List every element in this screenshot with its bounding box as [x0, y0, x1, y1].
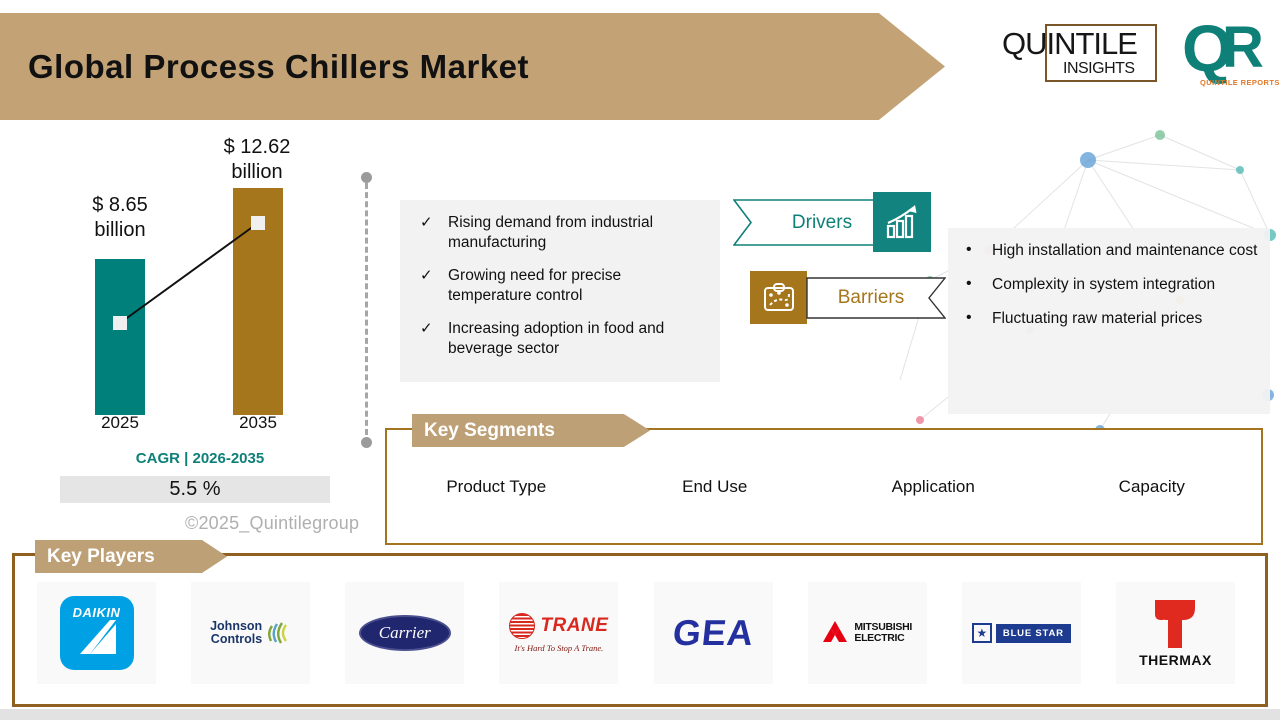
- logo-blue-star: ★ BLUE STAR: [961, 582, 1081, 684]
- x-tick-2035: 2035: [239, 413, 277, 432]
- mitsubishi-diamonds-icon: [823, 621, 848, 642]
- logo-mitsubishi-electric: MITSUBISHI ELECTRIC: [807, 582, 927, 684]
- barrier-item: • Complexity in system integration: [962, 275, 1260, 295]
- barriers-label: Barriers: [837, 287, 905, 308]
- key-segments-box: Product Type End Use Application Capacit…: [385, 428, 1263, 545]
- quintile-wordmark: QUINTILE: [1002, 26, 1138, 61]
- x-tick-2025: 2025: [101, 413, 139, 432]
- quintile-reports-logo: Q R QUINTILE REPORTS: [1182, 11, 1280, 94]
- insights-wordmark: INSIGHTS: [1061, 60, 1137, 78]
- check-icon: ✓: [420, 214, 433, 231]
- segment-end-use: End Use: [682, 476, 748, 496]
- drivers-ribbon: Drivers: [732, 199, 883, 246]
- value-label-2025: $ 8.65 billion: [92, 194, 148, 241]
- drivers-list: ✓ Rising demand from industrial manufact…: [400, 200, 720, 382]
- segment-capacity: Capacity: [1118, 476, 1185, 496]
- value-label-2035: $ 12.62 billion: [223, 136, 291, 183]
- drivers-label: Drivers: [791, 211, 853, 233]
- johnson-controls-swirl-icon: [268, 622, 288, 644]
- divider-dot-top: [361, 172, 372, 183]
- thermax-t-icon: [1155, 600, 1196, 648]
- bullet-icon: •: [966, 241, 972, 258]
- trane-circle-icon: [509, 613, 536, 639]
- logo-daikin: DAIKIN: [37, 582, 156, 684]
- logo-frame-decoration: [1045, 24, 1157, 82]
- qr-logo-r: R: [1222, 15, 1264, 80]
- driver-item: ✓ Increasing adoption in food and bevera…: [416, 319, 706, 359]
- driver-item: ✓ Growing need for precise temperature c…: [416, 266, 706, 306]
- barriers-list: • High installation and maintenance cost…: [948, 228, 1270, 414]
- key-segments-banner: Key Segments: [412, 414, 650, 447]
- page-title: Global Process Chillers Market: [28, 47, 530, 85]
- trend-line: [113, 216, 265, 330]
- logo-carrier: Carrier: [345, 582, 465, 684]
- key-players-title: Key Players: [47, 545, 155, 567]
- quintile-insights-logo: QUINTILE INSIGHTS: [1002, 22, 1177, 97]
- barrier-item: • Fluctuating raw material prices: [962, 309, 1260, 329]
- key-players-box: DAIKIN Johnson Controls: [12, 553, 1268, 707]
- barrier-item: • High installation and maintenance cost: [962, 241, 1260, 261]
- check-icon: ✓: [420, 320, 433, 337]
- divider-dot-bottom: [361, 437, 372, 448]
- growth-chart-icon: [873, 192, 931, 252]
- bullet-icon: •: [966, 275, 972, 292]
- qr-logo-caption: QUINTILE REPORTS: [1200, 78, 1280, 87]
- daikin-icon: DAIKIN: [59, 596, 134, 670]
- slide-edge-strip: [0, 709, 1280, 720]
- logo-thermax: THERMAX: [1115, 582, 1235, 684]
- key-segments-title: Key Segments: [424, 419, 555, 441]
- logo-gea: GEA: [653, 582, 773, 684]
- check-icon: ✓: [420, 267, 433, 284]
- bullet-icon: •: [966, 309, 972, 326]
- driver-item: ✓ Rising demand from industrial manufact…: [416, 213, 706, 253]
- cagr-value: 5.5 %: [60, 476, 330, 503]
- key-players-banner: Key Players: [35, 540, 227, 573]
- segment-application: Application: [891, 476, 975, 496]
- logo-trane: TRANE It's Hard To Stop A Trane.: [499, 582, 619, 684]
- market-size-chart: 2025 2035 $ 8.65 billion $ 12.62 billion: [60, 135, 340, 432]
- segment-product-type: Product Type: [446, 476, 547, 496]
- bar-2025: 2025: [95, 259, 145, 432]
- copyright-watermark: ©2025_Quintilegroup: [185, 513, 360, 533]
- carrier-ellipse-icon: Carrier: [358, 615, 451, 651]
- logo-johnson-controls: Johnson Controls: [191, 582, 311, 684]
- qr-logo-q: Q: [1182, 11, 1234, 85]
- blue-star-star-icon: ★: [971, 623, 992, 643]
- cagr-period-label: CAGR | 2026-2035: [135, 450, 265, 467]
- header-banner: Global Process Chillers Market: [0, 13, 945, 120]
- dashed-divider: [365, 183, 368, 435]
- strategy-clipboard-icon: [750, 271, 807, 324]
- trane-tagline: It's Hard To Stop A Trane.: [514, 643, 604, 653]
- barriers-ribbon: Barriers: [806, 277, 947, 319]
